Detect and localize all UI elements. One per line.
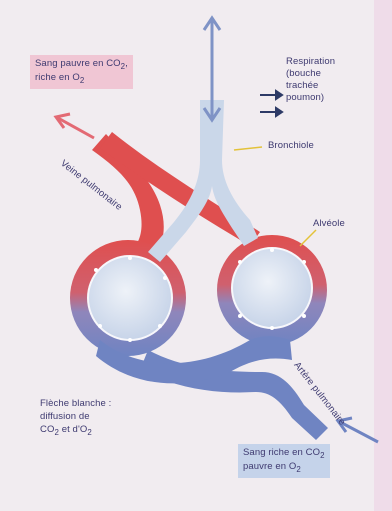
label-line: Sang pauvre en CO [35, 58, 121, 69]
label-comma: , [125, 58, 128, 69]
label-line: CO [40, 424, 54, 435]
alveole-leader [300, 230, 316, 246]
label-line: (bouche [286, 68, 335, 80]
label-line: Respiration [286, 56, 335, 68]
respiration-legend-arrows [260, 91, 282, 116]
label-sub: 2 [296, 465, 301, 474]
label-sub: 2 [80, 76, 85, 85]
label-fleche-blanche: Flèche blanche : diffusion de CO 2 et d'O… [40, 397, 111, 439]
label-line: riche en O [35, 72, 80, 83]
label-bronchiole: Bronchiole [268, 140, 314, 151]
label-respiration: Respiration (bouche trachée poumon) [286, 56, 335, 104]
label-line: Flèche blanche : [40, 397, 111, 410]
label-blood-rich-co2: Sang riche en CO2 pauvre en O2 [238, 444, 330, 478]
label-line: Sang riche en CO [243, 447, 320, 458]
label-blood-poor-co2: Sang pauvre en CO2, riche en O2 [30, 55, 133, 89]
red-arrow-out-icon [56, 114, 94, 138]
label-sub: 2 [87, 428, 92, 437]
bronchiole-leader [234, 147, 262, 150]
label-line: pauvre en O [243, 461, 296, 472]
label-line: diffusion de [40, 410, 111, 423]
label-line: et d'O [59, 424, 87, 435]
label-alveole: Alvéole [313, 218, 345, 229]
label-line: trachée [286, 80, 335, 92]
label-line: poumon) [286, 92, 335, 104]
alveolus-right [232, 248, 312, 328]
label-sub: 2 [320, 451, 325, 460]
